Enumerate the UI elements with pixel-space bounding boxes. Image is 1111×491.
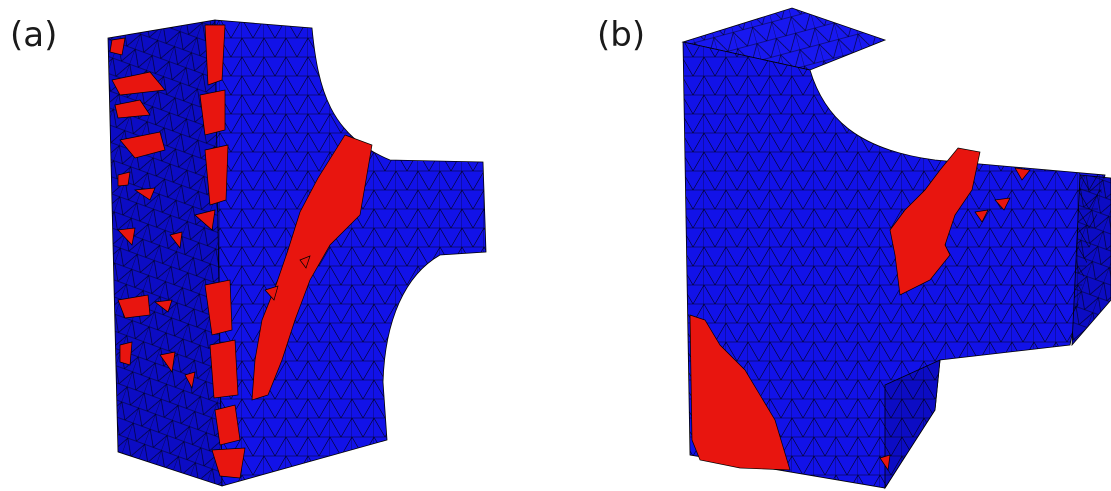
- panel-label-b: (b): [597, 15, 646, 55]
- mesh-model-a: [107, 19, 487, 487]
- model-a-red-flecks: [109, 24, 311, 479]
- model-b-red-lower: [689, 314, 791, 471]
- panel-label-a: (a): [10, 15, 58, 55]
- model-b-red-upper: [889, 147, 981, 296]
- model-a-red-band: [251, 134, 373, 401]
- mesh-model-b: [681, 7, 1111, 490]
- model-b-red-flecks: [879, 167, 1031, 471]
